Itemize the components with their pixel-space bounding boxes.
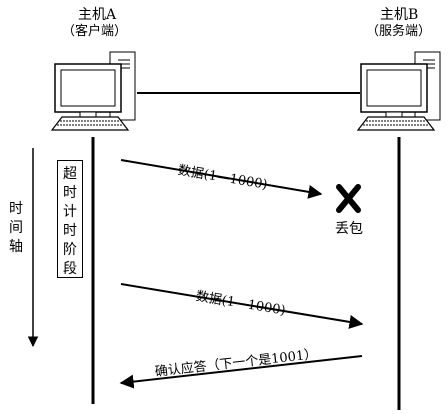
time-axis-label: 时 间 轴 [9, 201, 23, 255]
host-b-role: （服务端） [366, 24, 432, 39]
timeout-phase-label: 超 时 计 时 阶 段 [63, 166, 77, 277]
host-a-role: （客户端） [62, 24, 128, 39]
host-b-name: 主机B [380, 7, 419, 23]
computer-a-icon [50, 51, 136, 131]
retransmit-data-arrow [120, 283, 364, 329]
timeout-phase-box: 超 时 计 时 阶 段 [57, 160, 83, 278]
first-data-arrow [120, 159, 323, 199]
loss-x-icon [336, 184, 361, 213]
packet-loss-label: 丢包 [335, 221, 363, 237]
host-a-name: 主机A [78, 7, 117, 23]
ack-arrow [119, 355, 363, 389]
computer-b-icon [356, 51, 441, 131]
